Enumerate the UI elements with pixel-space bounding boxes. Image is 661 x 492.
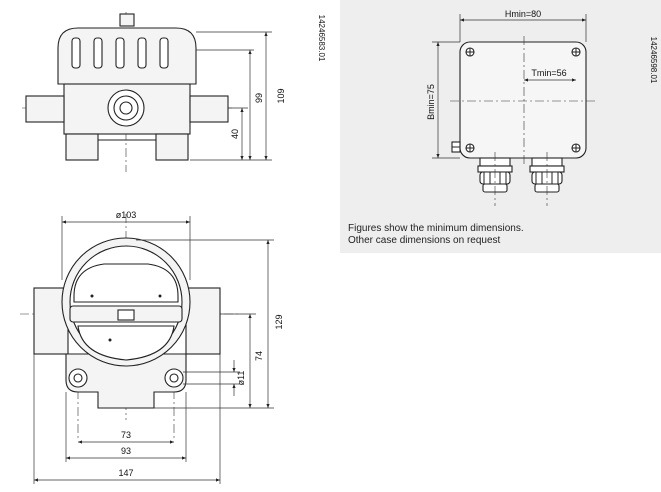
dim-hmin: Hmin=80 [505,9,541,19]
dim-hole: ø11 [236,371,246,386]
dim-tmin: Tmin=56 [531,68,566,78]
ref-code-right: 14246598.01 [649,37,658,84]
dim-bmin: Bmin=75 [426,84,436,120]
dim-height-body: 99 [254,93,264,103]
side-view-dimensions [190,31,272,161]
dim-width-base: 93 [121,446,131,456]
note-line-1: Figures show the minimum dimensions. [348,223,524,234]
dim-hole-spacing: 73 [121,430,131,440]
right-view-case [450,36,596,206]
dim-diameter: ø103 [116,210,137,220]
note-line-2: Other case dimensions on request [348,235,501,246]
dim-height: 129 [274,314,284,329]
dim-height-center: 40 [230,129,240,139]
dim-center-height: 74 [254,351,264,361]
ref-code-left: 14246583.01 [317,15,326,62]
side-view-enclosure [22,12,232,172]
dim-width-total: 147 [118,468,133,478]
dim-height-total: 109 [276,88,286,103]
front-view-enclosure [20,214,238,440]
right-view-dimensions [432,14,587,159]
front-view-dimensions [33,216,274,484]
